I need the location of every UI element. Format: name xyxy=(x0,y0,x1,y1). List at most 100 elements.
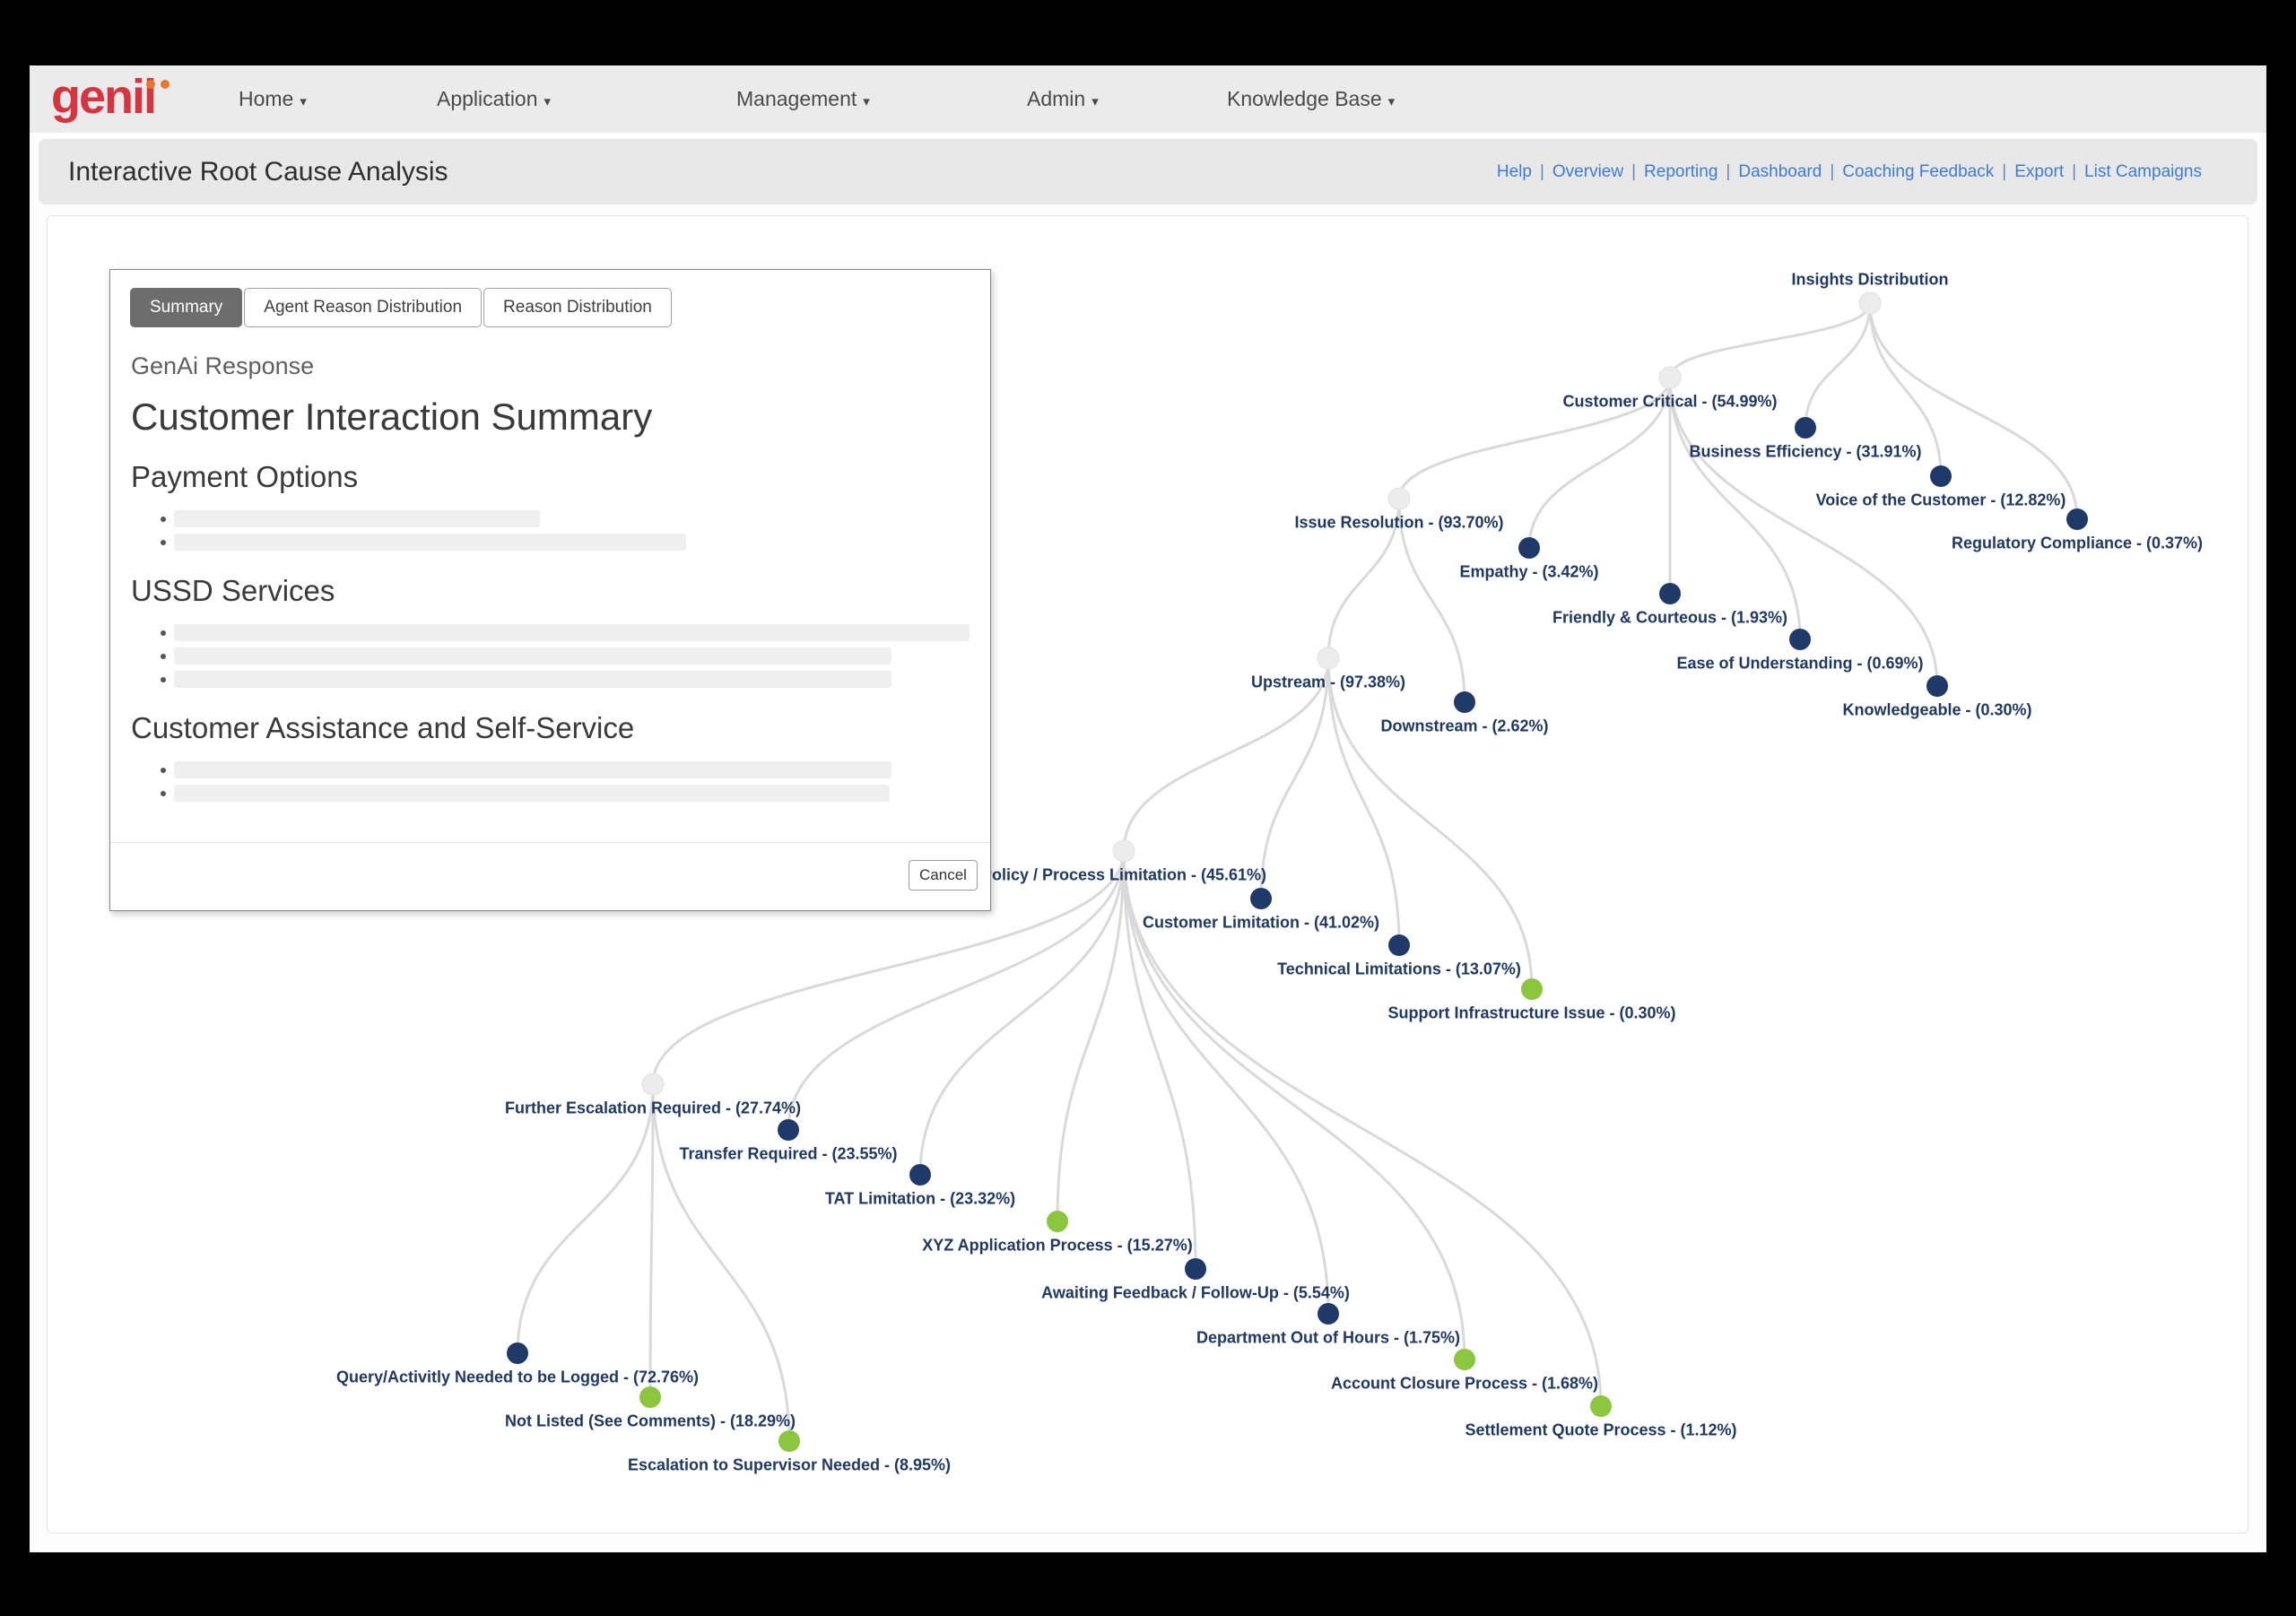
tree-node-escalation-to-supervisor-needed[interactable] xyxy=(778,1430,800,1452)
nav-item-knowledge-base[interactable]: Knowledge Base ▾ xyxy=(1227,65,1395,133)
tree-node-awaiting-feedback-follow-up[interactable] xyxy=(1185,1258,1206,1280)
header-link-overview[interactable]: Overview xyxy=(1552,162,1624,181)
tree-node-label-tat-limitation: TAT Limitation - (23.32%) xyxy=(824,1189,1016,1208)
nav-item-application[interactable]: Application ▾ xyxy=(437,65,551,133)
redacted-bullet-item xyxy=(131,785,970,802)
tree-node-policy-process-limitation[interactable] xyxy=(1112,839,1135,863)
tree-link-insights--regulatory-compliance xyxy=(1868,302,2079,520)
tree-node-tat-limitation[interactable] xyxy=(909,1164,931,1186)
header-link-dashboard[interactable]: Dashboard xyxy=(1738,162,1822,181)
tree-node-settlement-quote-process[interactable] xyxy=(1590,1395,1612,1417)
cancel-button[interactable]: Cancel xyxy=(909,860,978,891)
tree-node-query-activity-needed-logged[interactable] xyxy=(507,1342,528,1364)
nav-item-label: Application xyxy=(437,87,538,110)
redacted-bullet-item xyxy=(131,624,970,641)
tree-link-insights--voice-of-the-customer xyxy=(1868,302,1943,477)
link-separator: | xyxy=(2002,162,2007,181)
tree-node-label-not-listed-see-comments: Not Listed (See Comments) - (18.29%) xyxy=(504,1412,796,1430)
tree-node-label-knowledgeable: Knowledgeable - (0.30%) xyxy=(1842,700,2032,719)
tree-link-policy-process-limitation--xyz-application-process xyxy=(1056,850,1126,1222)
tree-node-upstream[interactable] xyxy=(1317,647,1340,670)
modal-subtitle: GenAi Response xyxy=(131,352,315,379)
tree-node-support-infrastructure-issue[interactable] xyxy=(1521,978,1543,1000)
tree-node-insights[interactable] xyxy=(1858,291,1882,315)
tree-node-label-upstream: Upstream - (97.38%) xyxy=(1250,673,1406,691)
tree-link-further-escalation-required--query-activity-needed-logged xyxy=(516,1083,655,1354)
tree-link-upstream--technical-limitations xyxy=(1326,657,1401,946)
tree-node-label-customer-limitation: Customer Limitation - (41.02%) xyxy=(1142,913,1380,932)
header-link-list-campaigns[interactable]: List Campaigns xyxy=(2084,162,2202,181)
tree-link-customer-critical--empathy xyxy=(1527,377,1672,549)
tree-link-upstream--customer-limitation xyxy=(1259,657,1330,899)
tree-node-label-issue-resolution: Issue Resolution - (93.70%) xyxy=(1294,513,1504,532)
tree-link-policy-process-limitation--account-closure-process xyxy=(1122,850,1466,1360)
tree-link-policy-process-limitation--awaiting-feedback-follow-up xyxy=(1122,850,1197,1270)
tree-node-account-closure-process[interactable] xyxy=(1454,1349,1475,1370)
bullet-icon xyxy=(161,654,166,659)
tree-link-customer-critical--issue-resolution xyxy=(1397,377,1672,500)
summary-section-customer-assistance-and-self-service: Customer Assistance and Self-Service xyxy=(131,711,970,802)
tree-link-policy-process-limitation--transfer-required xyxy=(787,850,1126,1131)
redacted-text-bar xyxy=(174,671,891,688)
nav-item-management[interactable]: Management▾ xyxy=(736,65,870,133)
tree-node-knowledgeable[interactable] xyxy=(1926,675,1948,697)
tree-node-label-escalation-to-supervisor-needed: Escalation to Supervisor Needed - (8.95%… xyxy=(627,1455,952,1474)
tree-node-customer-limitation[interactable] xyxy=(1250,888,1272,909)
link-separator: | xyxy=(1830,162,1835,181)
tree-node-business-efficiency[interactable] xyxy=(1795,417,1816,439)
chevron-down-icon: ▾ xyxy=(1387,94,1396,109)
tree-node-voice-of-the-customer[interactable] xyxy=(1930,465,1952,487)
nav-item-home[interactable]: Home▾ xyxy=(239,65,307,133)
tree-node-not-listed-see-comments[interactable] xyxy=(639,1386,661,1408)
tab-agent-reason-distribution[interactable]: Agent Reason Distribution xyxy=(244,288,483,327)
tree-node-xyz-application-process[interactable] xyxy=(1047,1211,1068,1232)
header-link-help[interactable]: Help xyxy=(1496,162,1532,181)
tab-summary[interactable]: Summary xyxy=(130,288,243,327)
tree-node-transfer-required[interactable] xyxy=(778,1119,799,1141)
tree-node-label-friendly-courteous: Friendly & Courteous - (1.93%) xyxy=(1552,608,1788,627)
genii-logo[interactable]: genii xyxy=(51,69,170,125)
tree-link-policy-process-limitation--settlement-quote-process xyxy=(1122,850,1603,1407)
tree-node-label-query-activity-needed-logged: Query/Activitly Needed to be Logged - (7… xyxy=(335,1368,700,1386)
summary-section-ussd-services: USSD Services xyxy=(131,574,970,688)
page-title-bar: Interactive Root Cause Analysis Help | Ove… xyxy=(39,139,2257,204)
nav-item-label: Knowledge Base xyxy=(1227,87,1382,110)
tree-link-further-escalation-required--escalation-to-supervisor-needed xyxy=(651,1083,791,1442)
tree-node-ease-of-understanding[interactable] xyxy=(1789,629,1811,650)
tree-node-customer-critical[interactable] xyxy=(1658,366,1682,389)
tree-node-friendly-courteous[interactable] xyxy=(1659,583,1681,604)
chevron-down-icon: ▾ xyxy=(544,94,552,109)
link-separator: | xyxy=(1539,162,1544,181)
tree-node-label-insights: Insights Distribution xyxy=(1791,270,1949,289)
tree-node-regulatory-compliance[interactable] xyxy=(2066,508,2088,530)
nav-item-label: Home xyxy=(239,87,294,110)
tree-node-label-customer-critical: Customer Critical - (54.99%) xyxy=(1562,392,1778,411)
header-links: Help|Overview|Reporting|Dashboard|Coachi… xyxy=(1497,139,2202,204)
tree-node-technical-limitations[interactable] xyxy=(1388,934,1410,956)
nav-item-admin[interactable]: Admin▾ xyxy=(1027,65,1099,133)
tree-node-empathy[interactable] xyxy=(1518,537,1540,559)
redacted-text-bar xyxy=(174,534,686,551)
tree-node-label-downstream: Downstream - (2.62%) xyxy=(1380,717,1549,735)
tree-node-department-out-of-hours[interactable] xyxy=(1318,1303,1339,1325)
tree-node-label-voice-of-the-customer: Voice of the Customer - (12.82%) xyxy=(1815,491,2066,509)
header-link-reporting[interactable]: Reporting xyxy=(1644,162,1718,181)
tree-node-issue-resolution[interactable] xyxy=(1387,487,1411,510)
summary-section-payment-options: Payment Options xyxy=(131,460,970,551)
header-link-export[interactable]: Export xyxy=(2014,162,2065,181)
tree-node-further-escalation-required[interactable] xyxy=(641,1073,665,1096)
redacted-bullet-item xyxy=(131,510,970,527)
tree-link-policy-process-limitation--department-out-of-hours xyxy=(1122,850,1330,1315)
logo-dot-icon xyxy=(161,80,170,89)
tree-link-customer-critical--knowledgeable xyxy=(1668,377,1939,687)
tree-link-policy-process-limitation--further-escalation-required xyxy=(651,850,1126,1085)
tree-node-label-ease-of-understanding: Ease of Understanding - (0.69%) xyxy=(1676,654,1924,673)
page-title: Interactive Root Cause Analysis xyxy=(68,157,448,187)
header-link-coaching-feedback[interactable]: Coaching Feedback xyxy=(1842,162,1995,181)
tab-reason-distribution[interactable]: Reason Distribution xyxy=(483,288,672,327)
tree-node-label-technical-limitations: Technical Limitations - (13.07%) xyxy=(1277,960,1521,978)
tree-node-downstream[interactable] xyxy=(1454,691,1475,713)
top-navbar: genii Home▾Application▾Management▾Admin▾… xyxy=(30,65,2266,133)
redacted-bullet-item xyxy=(131,671,970,688)
